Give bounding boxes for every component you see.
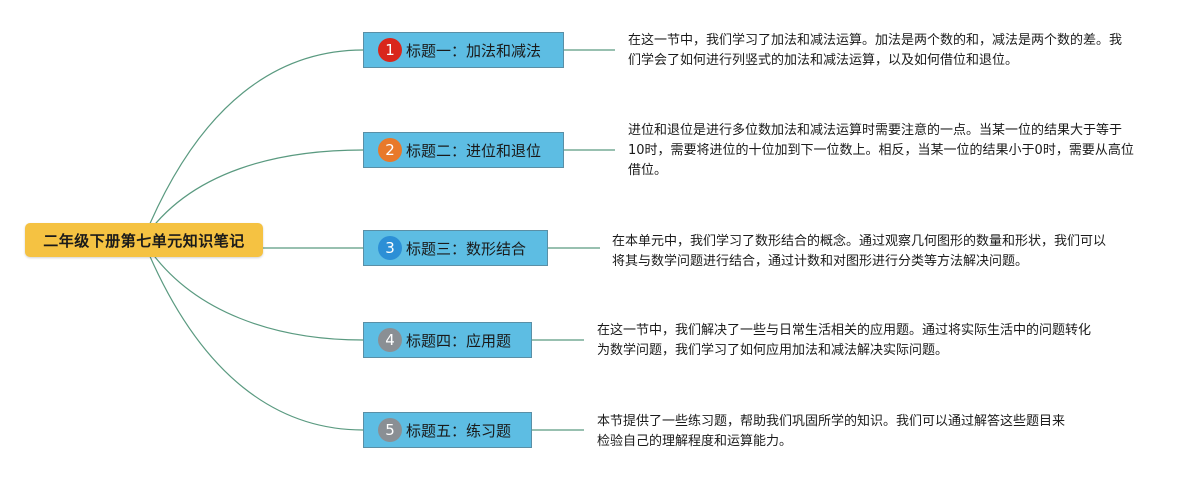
number-4-marker-icon: 4	[378, 328, 402, 352]
topic-2-label: 标题二：进位和退位	[406, 141, 542, 160]
topic-4-note: 在这一节中，我们解决了一些与日常生活相关的应用题。通过将实际生活中的问题转化为数…	[597, 323, 1092, 358]
central-topic[interactable]: 二年级下册第七单元知识笔记	[25, 223, 263, 257]
topic-3-label: 标题三：数形结合	[406, 239, 527, 258]
topic-3[interactable]: 3 标题三：数形结合	[363, 230, 548, 266]
topic-5-note: 本节提供了一些练习题，帮助我们巩固所学的知识。我们可以通过解答这些题目来检验自己…	[597, 414, 1066, 449]
topic-4[interactable]: 4 标题四：应用题	[363, 322, 532, 358]
topic-5-label: 标题五：练习题	[406, 421, 512, 440]
topic-1-label: 标题一：加法和减法	[406, 41, 542, 60]
number-2-marker-icon: 2	[378, 138, 402, 162]
topic-1-note: 在这一节中，我们学习了加法和减法运算。加法是两个数的和，减法是两个数的差。我们学…	[628, 33, 1123, 68]
topic-1[interactable]: 1 标题一：加法和减法	[363, 32, 564, 68]
topic-5[interactable]: 5 标题五：练习题	[363, 412, 532, 448]
root-to-topic-4-edge	[142, 239, 364, 341]
root-to-topic-5-edge	[142, 239, 364, 431]
number-5-marker-icon: 5	[378, 418, 402, 442]
topic-2[interactable]: 2 标题二：进位和退位	[363, 132, 564, 168]
topic-2-note: 进位和退位是进行多位数加法和减法运算时需要注意的一点。当某一位的结果大于等于10…	[628, 123, 1134, 178]
topic-3-note: 在本单元中，我们学习了数形结合的概念。通过观察几何图形的数量和形状，我们可以将其…	[612, 234, 1107, 269]
central-topic-label: 二年级下册第七单元知识笔记	[43, 231, 245, 250]
root-to-topic-2-edge	[142, 149, 364, 241]
topic-4-label: 标题四：应用题	[406, 331, 512, 350]
number-1-marker-icon: 1	[378, 38, 402, 62]
root-to-topic-1-edge	[142, 49, 364, 241]
number-3-marker-icon: 3	[378, 236, 402, 260]
